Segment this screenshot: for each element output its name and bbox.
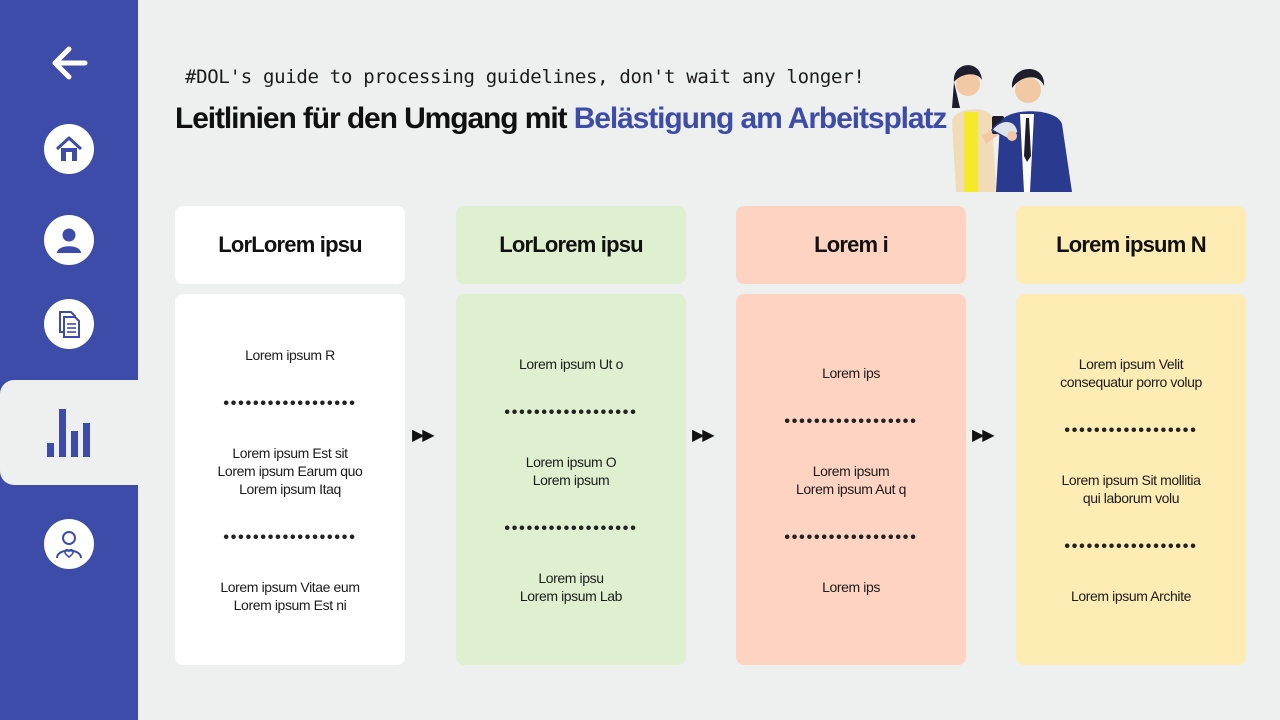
step-4-heading: Lorem ipsum N [1056, 232, 1207, 257]
double-arrow-icon: ▶▶ [972, 427, 995, 444]
dotted-separator: •••••••••••••••••• [504, 519, 638, 537]
step-2-item-3: Lorem ipsu Lorem ipsum Lab [519, 569, 623, 604]
page-title: Leitlinien für den Umgang mit Belästigun… [175, 102, 948, 136]
health-user-icon [56, 531, 82, 559]
step-4-item-3: Lorem ipsum Archite [1070, 587, 1191, 604]
title-prefix: Leitlinien für den Umgang mit [175, 102, 574, 135]
step-2-heading: LorLorem ipsu [499, 232, 643, 257]
dotted-separator: •••••••••••••••••• [1064, 421, 1198, 439]
nav-home-button[interactable] [44, 124, 94, 174]
step-1-header: LorLorem ipsu [175, 206, 405, 284]
step-4-card: Lorem ipsum Velit consequatur porro volu… [1016, 294, 1246, 665]
step-4-item-2: Lorem ipsum Sit mollitia qui laborum vol… [1061, 471, 1201, 506]
step-2-card: Lorem ipsum Ut o •••••••••••••••••• Lore… [456, 294, 686, 665]
step-2-header: LorLorem ipsu [456, 206, 686, 284]
step-1-heading: LorLorem ipsu [218, 232, 362, 257]
step-1-item-1: Lorem ipsum R [245, 346, 335, 363]
step-3-item-3: Lorem ips [822, 578, 880, 595]
step-2-item-1: Lorem ipsum Ut o [518, 355, 624, 372]
document-icon [59, 311, 80, 338]
title-accent: Belästigung am Arbeitsplatz [573, 102, 948, 135]
step-4-header: Lorem ipsum N [1016, 206, 1246, 284]
step-1-card: Lorem ipsum R •••••••••••••••••• Lorem i… [175, 294, 405, 665]
step-1-item-3: Lorem ipsum Vitae eum Lorem ipsum Est ni [220, 578, 360, 613]
dotted-separator: •••••••••••••••••• [223, 394, 357, 412]
dotted-separator: •••••••••••••••••• [504, 403, 638, 421]
back-button[interactable] [44, 38, 94, 88]
step-4-item-1: Lorem ipsum Velit consequatur porro volu… [1060, 355, 1202, 390]
bar-chart-icon [47, 408, 90, 457]
step-3-heading: Lorem i [814, 232, 889, 257]
double-arrow-icon: ▶▶ [412, 427, 435, 444]
step-3-header: Lorem i [736, 206, 966, 284]
dotted-separator: •••••••••••••••••• [223, 528, 357, 546]
tagline: #DOL's guide to processing guidelines, d… [185, 66, 865, 88]
double-arrow-icon: ▶▶ [692, 427, 715, 444]
dotted-separator: •••••••••••••••••• [1064, 537, 1198, 555]
nav-health-button[interactable] [44, 519, 94, 569]
step-3-item-1: Lorem ips [822, 364, 880, 381]
arrow-left-icon [52, 46, 88, 80]
step-2-item-2: Lorem ipsum O Lorem ipsum [525, 453, 617, 488]
step-3-card: Lorem ips •••••••••••••••••• Lorem ipsum… [736, 294, 966, 665]
people-illustration [952, 65, 1072, 192]
nav-documents-button[interactable] [44, 299, 94, 349]
step-1-item-2: Lorem ipsum Est sit Lorem ipsum Earum qu… [217, 444, 363, 497]
user-icon [57, 228, 81, 253]
dotted-separator: •••••••••••••••••• [784, 412, 918, 430]
dotted-separator: •••••••••••••••••• [784, 528, 918, 546]
nav-profile-button[interactable] [44, 215, 94, 265]
step-3-item-2: Lorem ipsum Lorem ipsum Aut q [796, 462, 906, 497]
sidebar [0, 0, 138, 720]
nav-stats-button-active[interactable] [0, 380, 138, 485]
home-icon [55, 136, 83, 161]
